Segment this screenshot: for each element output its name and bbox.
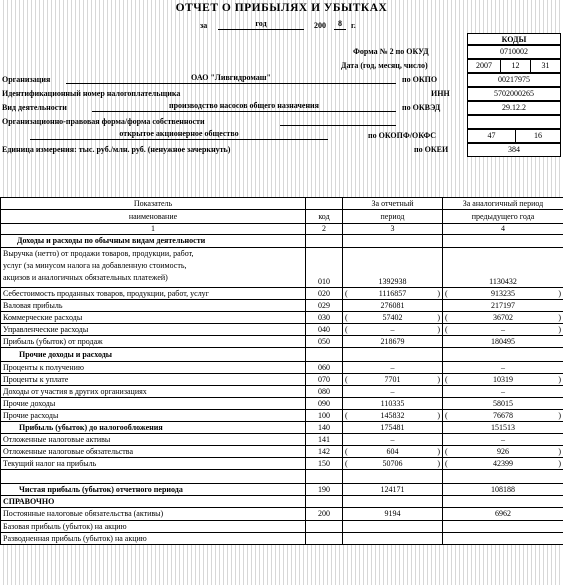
table-row: Отложенные налоговые активы <box>0 433 306 446</box>
reference-label: СПРАВОЧНО <box>0 495 306 508</box>
okopf-value: 47 <box>467 129 516 143</box>
table-row: Постоянные налоговые обязательства (акти… <box>0 507 306 521</box>
unit-label: Единица измерения: тыс. руб./млн. руб. (… <box>2 145 231 154</box>
table-row: Текущий налог на прибыль <box>0 457 306 470</box>
okpo-value: 00217975 <box>467 73 561 87</box>
codes-heading: КОДЫ <box>467 33 561 45</box>
period-unit: год <box>218 19 304 30</box>
org-name-label: Организация <box>2 75 51 84</box>
legal-form-value: открытое акционерное общество <box>30 129 328 140</box>
col-indicator-name: наименование <box>0 209 306 224</box>
okud-label: Форма № 2 по ОКУД <box>353 47 429 56</box>
legal-form-label: Организационно-правовая форма/форма собс… <box>2 117 205 126</box>
col-current-2: период <box>342 209 443 224</box>
year-digit: 8 <box>334 19 346 30</box>
okud-value: 0710002 <box>467 45 561 59</box>
table-row: Прибыль (убыток) до налогообложения <box>0 421 306 434</box>
blank-code-cell <box>467 115 561 129</box>
period-prefix: за <box>200 21 208 30</box>
table-row: Прочие доходы <box>0 397 306 410</box>
date-day: 31 <box>530 59 561 73</box>
table-row: Валовая прибыль <box>0 299 306 312</box>
inn-label: ИНН <box>431 89 450 98</box>
num-3: 3 <box>342 223 443 235</box>
okei-value: 384 <box>467 143 561 157</box>
num-2: 2 <box>305 223 343 235</box>
table-row: Себестоимость проданных товаров, продукц… <box>0 287 306 300</box>
table-row: Разводненная прибыль (убыток) на акцию <box>0 532 306 545</box>
section-other: Прочие доходы и расходы <box>0 347 306 362</box>
table-row: Чистая прибыль (убыток) отчетного период… <box>0 483 306 496</box>
col-current-1: За отчетный <box>342 197 443 210</box>
okopf-label: по ОКОПФ/ОКФС <box>368 131 437 140</box>
table-row: Проценты к получению <box>0 361 306 374</box>
table-row: Управленческие расходы <box>0 323 306 336</box>
okpo-label: по ОКПО <box>402 75 438 84</box>
taxpayer-label: Идентификационный номер налогоплательщик… <box>2 89 181 98</box>
col-indicator-top: Показатель <box>0 197 306 210</box>
year-prefix: 200 <box>314 21 326 30</box>
date-month: 12 <box>500 59 531 73</box>
table-row: Доходы от участия в других организациях <box>0 385 306 398</box>
date-year: 2007 <box>467 59 501 73</box>
table-row: Базовая прибыль (убыток) на акцию <box>0 520 306 533</box>
activity-label: Вид деятельности <box>2 103 67 112</box>
col-prev-2: предыдущего года <box>442 209 563 224</box>
org-name: ОАО "Ливгидромаш" <box>66 73 396 84</box>
income-statement-table: Показатель За отчетный За аналогичный пе… <box>0 197 563 545</box>
legal-form-line <box>280 115 396 126</box>
num-4: 4 <box>442 223 563 235</box>
col-code: код <box>305 209 343 224</box>
activity-value: производство насосов общего назначения <box>92 101 396 112</box>
num-1: 1 <box>0 223 306 235</box>
report-title: ОТЧЕТ О ПРИБЫЛЯХ И УБЫТКАХ <box>175 2 388 14</box>
okei-label: по ОКЕИ <box>414 145 449 154</box>
table-row: Прочие расходы <box>0 409 306 422</box>
col-code-top <box>305 197 343 210</box>
table-row: Коммерческие расходы <box>0 311 306 324</box>
col-prev-1: За аналогичный период <box>442 197 563 210</box>
inn-value: 5702000265 <box>467 87 561 101</box>
okfs-value: 16 <box>515 129 561 143</box>
table-row: Проценты к уплате <box>0 373 306 386</box>
table-row: Отложенные налоговые обязательства <box>0 445 306 458</box>
okved-value: 29.12.2 <box>467 101 561 115</box>
okved-label: по ОКВЭД <box>402 103 441 112</box>
date-label: Дата (год, месяц, число) <box>341 61 428 70</box>
table-row: Прибыль (убыток) от продаж <box>0 335 306 348</box>
table-row: Выручка (нетто) от продажи товаров, прод… <box>0 247 306 288</box>
year-suffix: г. <box>351 21 356 30</box>
section-ordinary: Доходы и расходы по обычным видам деятел… <box>0 234 306 248</box>
